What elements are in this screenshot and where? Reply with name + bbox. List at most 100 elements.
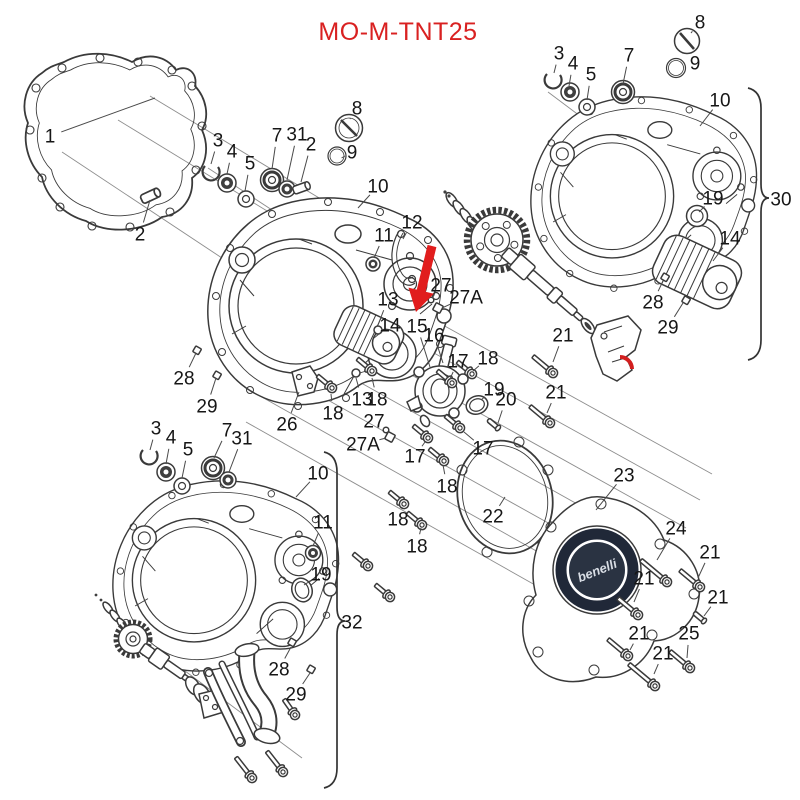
callout-leader: [419, 527, 422, 535]
callout-leader: [431, 294, 435, 299]
callout-leader: [303, 580, 312, 586]
part-callout: 9: [347, 143, 358, 164]
part-callout: 18: [406, 537, 427, 558]
callout-leader: [181, 460, 187, 479]
part-callout: 10: [307, 464, 328, 485]
callout-leader: [480, 396, 486, 401]
callout-leader: [437, 346, 444, 364]
part-callout: 10: [709, 91, 730, 112]
callout-leader: [629, 643, 634, 651]
part-callout: 1: [45, 127, 56, 148]
part-callout: 21: [628, 624, 649, 645]
primary-gear: [443, 190, 531, 274]
part-callout: 7: [222, 421, 233, 442]
part-callout: 4: [166, 428, 177, 449]
part-callout: 11: [313, 513, 333, 534]
part-callout: 24: [665, 519, 687, 540]
part-callout: 29: [196, 397, 217, 418]
part-callout: 3: [213, 131, 224, 152]
callout-leader: [690, 30, 693, 34]
part-callout: 3: [554, 44, 565, 65]
pointer-arrow: [408, 244, 437, 312]
callout-leader: [656, 538, 671, 561]
part-callout: 12: [401, 213, 422, 234]
part-callout: 28: [173, 369, 194, 390]
part-callout: 17: [472, 439, 493, 460]
callout-leader: [568, 74, 572, 87]
part-callout: 9: [690, 54, 701, 75]
callout-leader: [330, 393, 333, 402]
part-callout: 5: [245, 154, 256, 175]
callout-leader: [290, 391, 300, 413]
callout-leader: [699, 109, 714, 127]
part-callout: 27: [430, 276, 451, 297]
part-callout: 19: [702, 189, 723, 210]
callout-leader: [402, 232, 407, 240]
callout-leader: [349, 117, 351, 120]
part-callout: 21: [699, 543, 720, 564]
part-callout: 5: [586, 65, 597, 86]
callout-leader: [449, 371, 454, 380]
callout-leader: [383, 428, 385, 430]
part-callout: 17: [447, 352, 468, 373]
part-callout: 19: [310, 565, 331, 586]
part-callout: 20: [495, 390, 516, 411]
callout-leader: [379, 437, 387, 441]
part-callout: 4: [568, 54, 579, 75]
pump-drive-assembly: [94, 593, 281, 747]
callout-leader: [673, 302, 684, 318]
callout-leader: [213, 440, 223, 459]
part-callout: 17: [404, 447, 425, 468]
part-callout: 3: [151, 419, 162, 440]
callout-leader: [498, 496, 506, 507]
callout-leader: [355, 377, 360, 388]
part-callout: 32: [341, 613, 362, 634]
diagram-code-title: MO-M-TNT25: [318, 18, 477, 46]
callout-leader: [373, 245, 380, 259]
part-callout: 14: [719, 229, 741, 250]
part-callout: 21: [652, 644, 673, 665]
group-bracket: [323, 451, 346, 789]
part-callout: 8: [352, 99, 363, 120]
oil-filter-left: [333, 305, 405, 365]
part-callout: 18: [322, 404, 343, 425]
part-callout: 25: [678, 624, 699, 645]
part-callout: 27A: [346, 435, 380, 456]
axis-line: [61, 151, 229, 263]
part-callout: 27: [363, 412, 384, 433]
callout-leader: [373, 332, 382, 339]
callout-leader: [712, 247, 724, 262]
callout-leader: [210, 377, 217, 395]
callout-leader: [300, 155, 309, 183]
callout-leader: [377, 310, 385, 326]
part-callout: 16: [423, 326, 444, 347]
callout-leader: [312, 532, 319, 547]
callout-leader: [371, 377, 375, 388]
part-callout: 4: [227, 142, 238, 163]
small-parts: [138, 27, 709, 675]
callout-leader-lines: [61, 30, 724, 685]
part-callout: 29: [657, 318, 678, 339]
part-callout: 28: [268, 660, 289, 681]
group-bracket: [747, 87, 770, 361]
part-callout: 21: [545, 383, 566, 404]
part-callout: 10: [367, 177, 388, 198]
callout-leader: [686, 644, 689, 659]
part-callout: 21: [707, 588, 728, 609]
part-callout: 18: [477, 349, 498, 370]
balancer-shaft: [501, 247, 596, 335]
part-callout: 13: [377, 290, 398, 311]
part-callout: 7: [272, 126, 283, 147]
callout-leader: [698, 206, 705, 213]
callout-leader: [357, 194, 371, 209]
callout-leader: [302, 672, 311, 685]
callout-leader: [442, 464, 446, 475]
part-callout: 29: [285, 685, 306, 706]
part-callout: 19: [483, 380, 504, 401]
part-callout: 5: [183, 440, 194, 461]
part-callout: 2: [306, 135, 317, 156]
part-callout: 21: [633, 569, 654, 590]
